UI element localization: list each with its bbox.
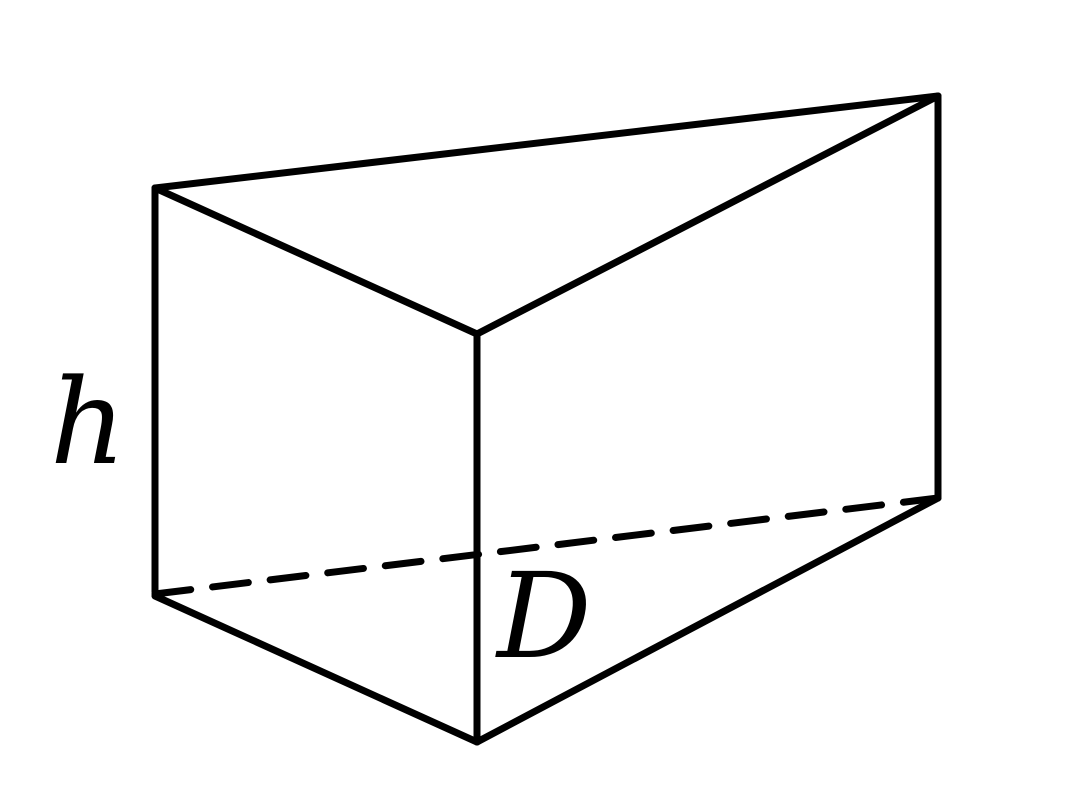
top-left-edge — [151, 184, 481, 338]
height-label: h — [50, 353, 126, 491]
vertex-label-d: D — [495, 547, 592, 685]
bottom-right-edge — [473, 494, 942, 746]
top-right-edge — [473, 92, 942, 338]
hidden-back-edge — [151, 494, 942, 598]
bottom-left-edge — [151, 592, 481, 746]
top-back-edge — [151, 92, 942, 192]
